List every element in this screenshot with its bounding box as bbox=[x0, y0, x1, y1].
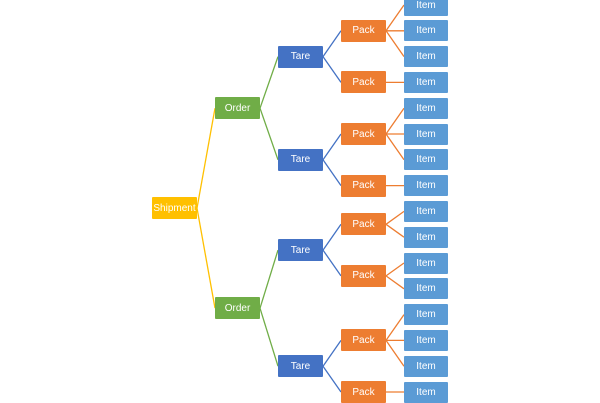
shipment-to-order-connector bbox=[196, 208, 216, 309]
order-node-2: Order bbox=[215, 297, 260, 320]
tare-to-pack-connector bbox=[322, 56, 342, 83]
tare-to-pack-connector bbox=[322, 223, 342, 251]
item-node-1: Item bbox=[404, 0, 448, 16]
item-node-10: Item bbox=[404, 226, 448, 248]
item-node-7: Item bbox=[404, 149, 448, 171]
item-node-8: Item bbox=[404, 175, 448, 197]
pack-node-3: Pack bbox=[341, 123, 386, 145]
pack-to-item-connector bbox=[385, 314, 405, 341]
order-node-1: Order bbox=[215, 97, 260, 120]
pack-to-item-connector bbox=[385, 30, 405, 57]
item-node-3: Item bbox=[404, 46, 448, 68]
order-to-tare-connector bbox=[259, 307, 279, 367]
pack-to-item-connector bbox=[385, 107, 405, 135]
tare-to-pack-connector bbox=[322, 249, 342, 277]
shipment-to-order-connector bbox=[196, 108, 216, 209]
item-node-9: Item bbox=[404, 200, 448, 222]
item-node-16: Item bbox=[404, 381, 448, 403]
order-to-tare-connector bbox=[259, 56, 279, 109]
tare-node-3: Tare bbox=[278, 239, 323, 262]
item-node-2: Item bbox=[404, 20, 448, 42]
pack-to-item-connector bbox=[385, 223, 405, 238]
item-node-4: Item bbox=[404, 71, 448, 93]
pack-node-6: Pack bbox=[341, 264, 386, 287]
tare-to-pack-connector bbox=[322, 133, 342, 161]
shipment-node-1: Shipment bbox=[152, 197, 197, 220]
order-to-tare-connector bbox=[259, 249, 279, 309]
pack-to-item-connector bbox=[385, 210, 405, 225]
item-node-12: Item bbox=[404, 278, 448, 300]
tare-to-pack-connector bbox=[322, 340, 342, 367]
item-node-14: Item bbox=[404, 329, 448, 351]
pack-to-item-connector bbox=[385, 262, 405, 277]
order-to-tare-connector bbox=[259, 107, 279, 161]
item-node-15: Item bbox=[404, 355, 448, 377]
pack-node-5: Pack bbox=[341, 213, 386, 236]
pack-node-8: Pack bbox=[341, 381, 386, 403]
pack-node-2: Pack bbox=[341, 71, 386, 94]
tare-node-4: Tare bbox=[278, 355, 323, 378]
tare-node-2: Tare bbox=[278, 148, 323, 171]
tare-to-pack-connector bbox=[322, 159, 342, 186]
pack-node-7: Pack bbox=[341, 329, 386, 352]
pack-to-item-connector bbox=[385, 340, 405, 367]
item-node-11: Item bbox=[404, 252, 448, 274]
item-node-6: Item bbox=[404, 123, 448, 145]
tare-to-pack-connector bbox=[322, 30, 342, 57]
tare-node-1: Tare bbox=[278, 45, 323, 68]
pack-node-1: Pack bbox=[341, 19, 386, 42]
item-node-13: Item bbox=[404, 304, 448, 326]
pack-to-item-connector bbox=[385, 4, 405, 32]
item-node-5: Item bbox=[404, 97, 448, 119]
tare-to-pack-connector bbox=[322, 365, 342, 393]
pack-to-item-connector bbox=[385, 133, 405, 161]
pack-to-item-connector bbox=[385, 275, 405, 290]
pack-node-4: Pack bbox=[341, 174, 386, 197]
